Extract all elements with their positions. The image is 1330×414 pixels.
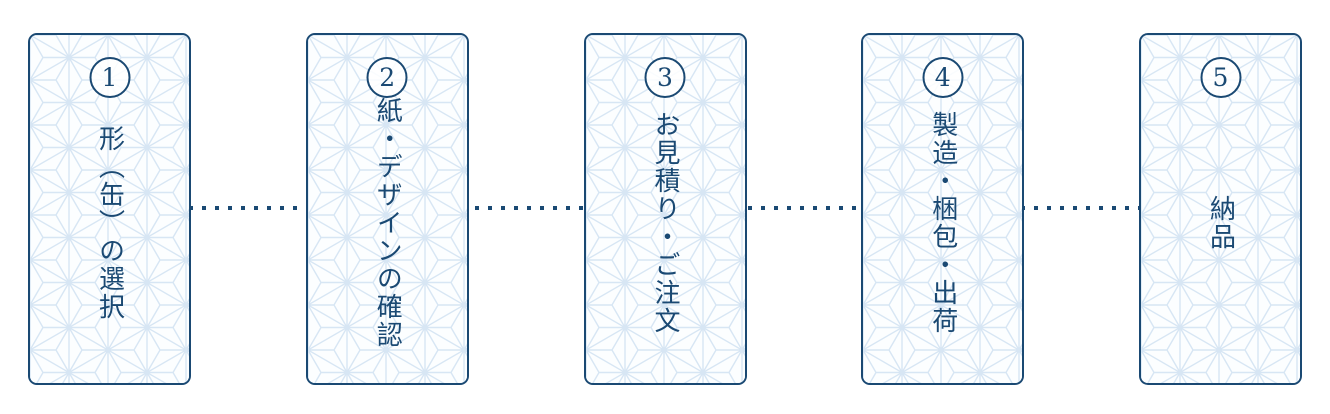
step-label-wrap: 製造・梱包・出荷: [863, 35, 1022, 383]
step-label: 紙・デザインの確認: [372, 97, 403, 349]
step-label-wrap: 納品: [1141, 35, 1300, 383]
step-label: お見積り・ご注文: [650, 111, 680, 335]
step-number-text: 2: [379, 63, 396, 92]
step-number-badge: 1: [89, 57, 130, 98]
step-card-2: 2 紙・デザインの確認: [305, 33, 469, 385]
step-number-text: 4: [934, 63, 951, 92]
step-label: 形（缶）の選択: [94, 125, 125, 321]
step-card-4: 4 製造・梱包・出荷: [861, 33, 1025, 385]
step-label: 納品: [1205, 195, 1236, 251]
step-label: 製造・梱包・出荷: [927, 111, 958, 335]
step-number-badge: 3: [644, 57, 686, 98]
step-number-text: 3: [657, 63, 673, 92]
step-label-wrap: お見積り・ご注文: [586, 35, 745, 383]
step-number-badge: 2: [366, 57, 408, 98]
step-label-wrap: 紙・デザインの確認: [308, 35, 467, 383]
step-label-wrap: 形（缶）の選択: [30, 35, 189, 383]
step-number-text: 5: [1212, 63, 1229, 92]
step-card-3: 3 お見積り・ご注文: [583, 33, 747, 385]
step-number-badge: 5: [1200, 57, 1241, 98]
step-number-badge: 4: [922, 57, 964, 98]
step-card-5: 5 納品: [1139, 33, 1302, 385]
step-card-1: 1 形（缶）の選択: [28, 33, 191, 385]
step-number-text: 1: [101, 63, 118, 92]
